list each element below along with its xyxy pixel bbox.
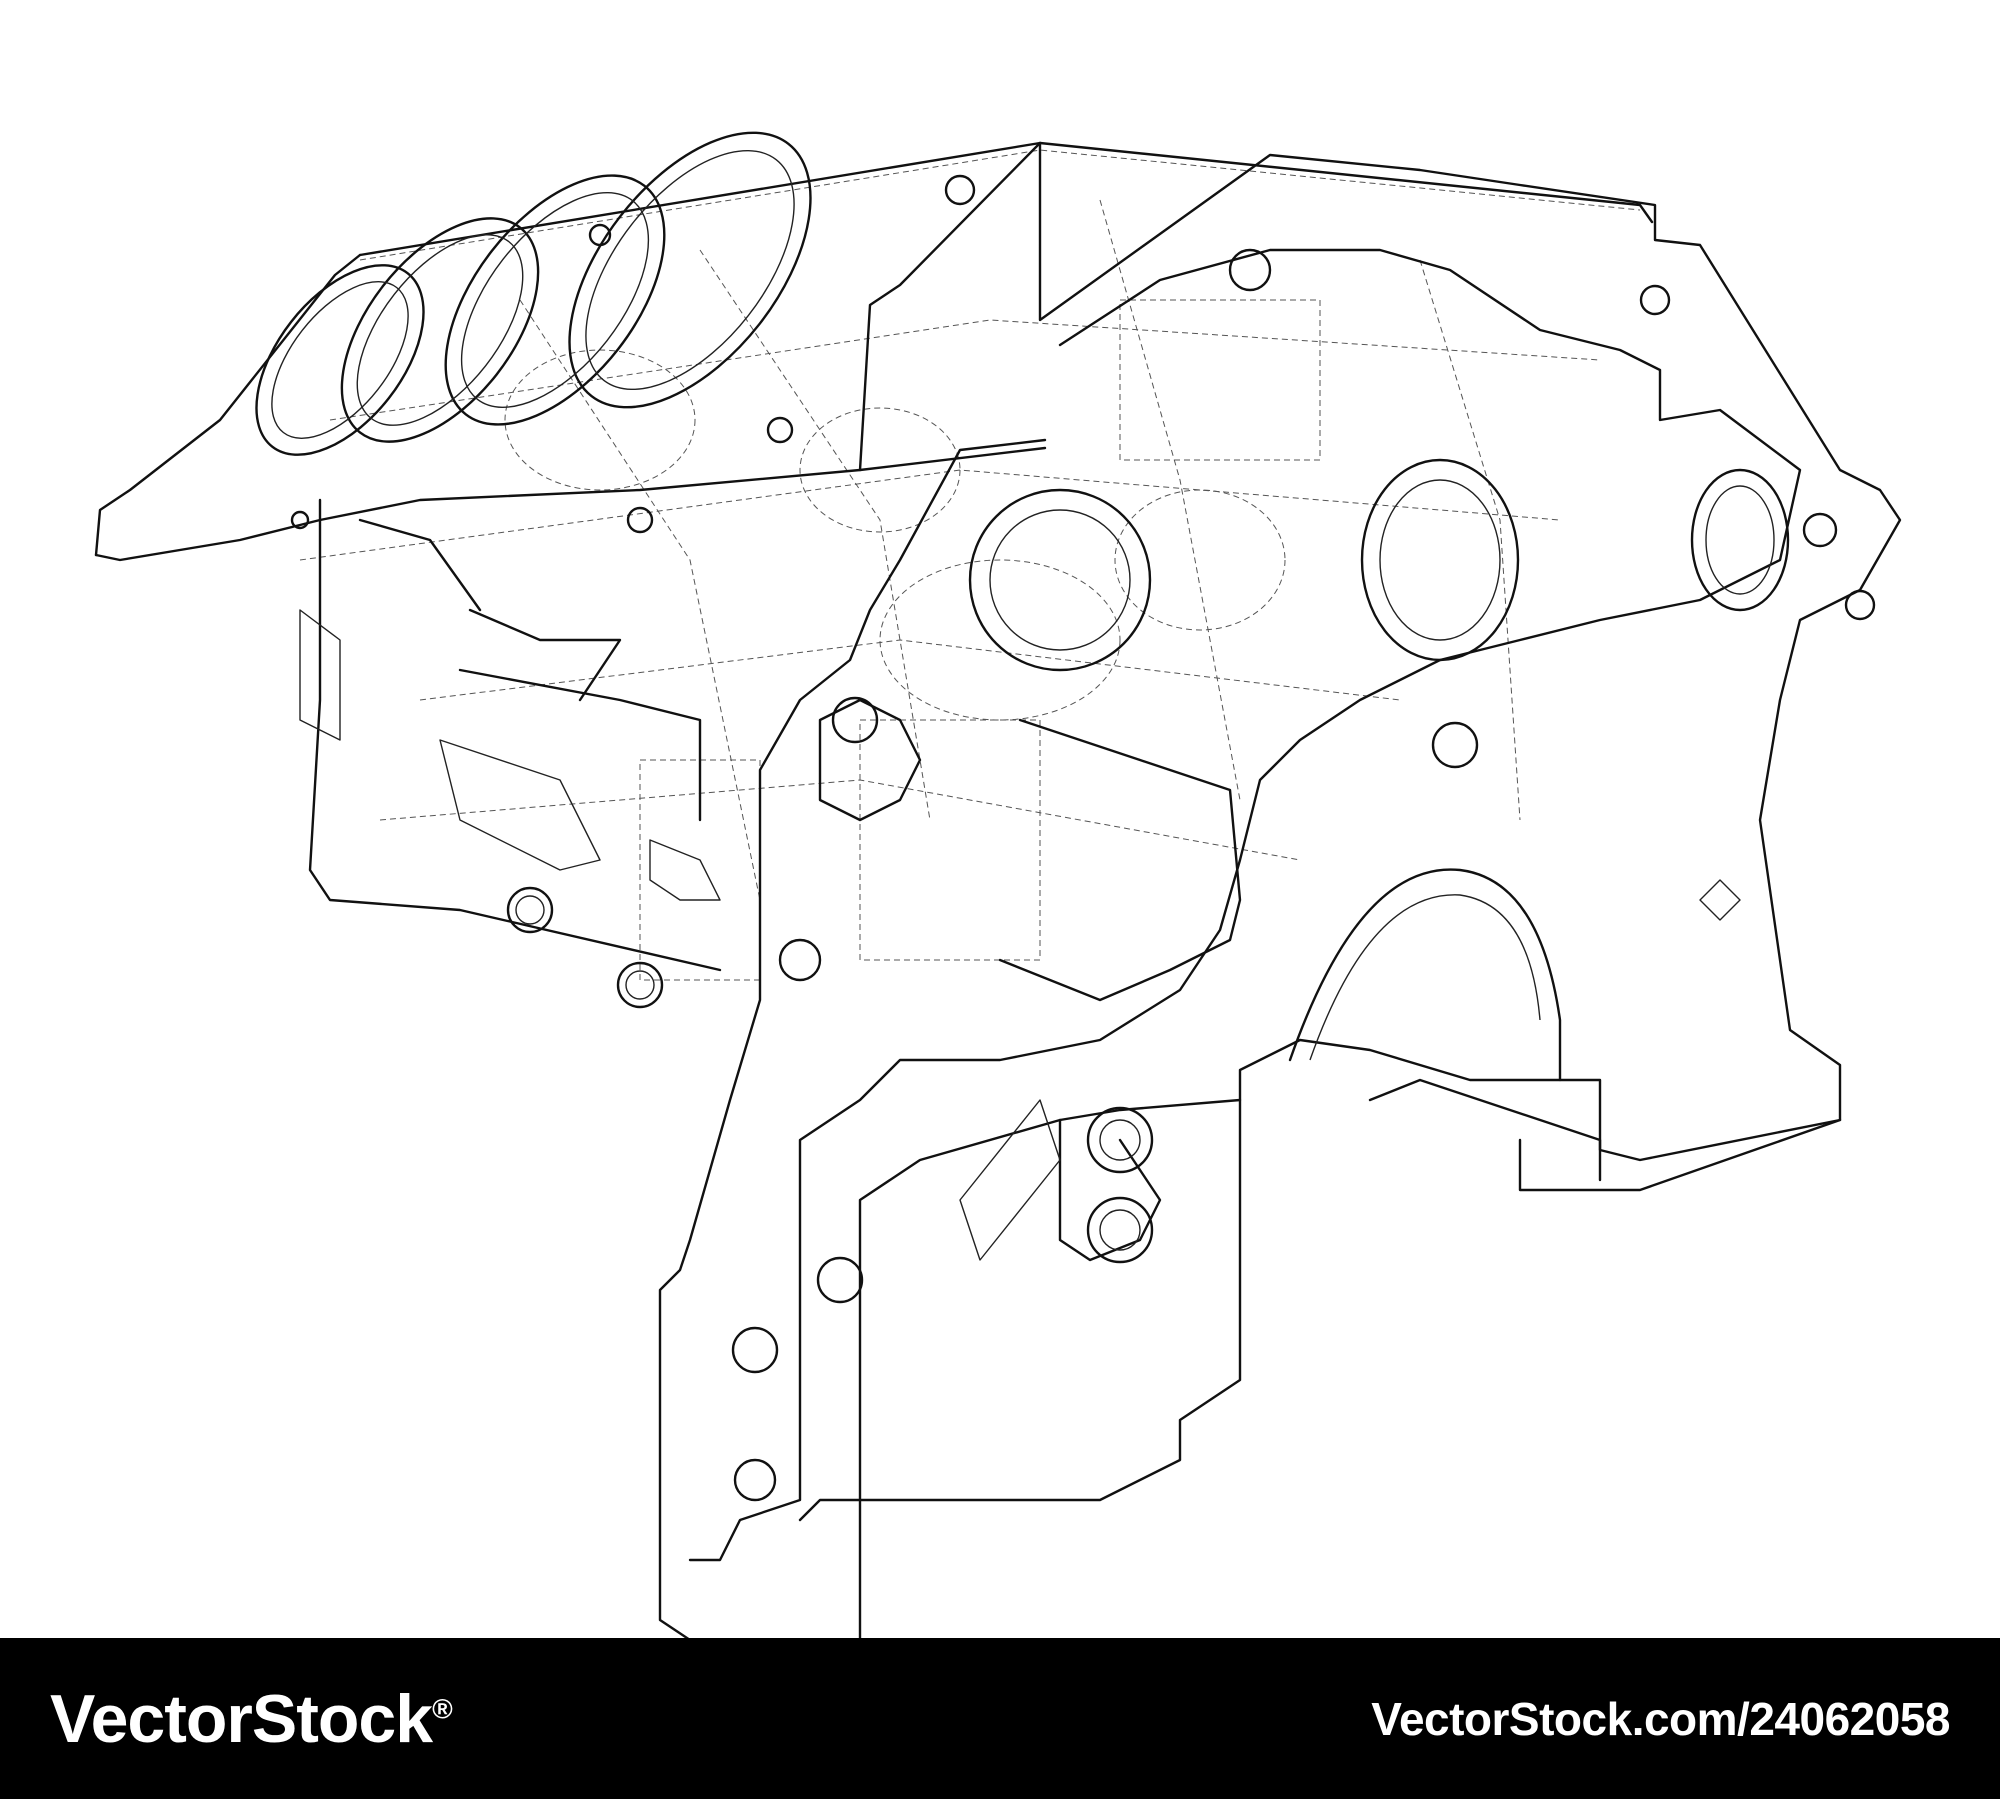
cylinder-bank-left [94, 131, 1654, 562]
watermark-footer: VectorStock® VectorStock.com/24062058 [0, 1638, 2000, 1799]
engine-block-drawing [94, 131, 1902, 1638]
front-face [658, 141, 1902, 1638]
brand-logo-text: VectorStock® [50, 1680, 453, 1757]
registered-mark: ® [432, 1692, 453, 1724]
lower-crankcase [798, 718, 1842, 1522]
image-id-text: VectorStock.com/24062058 [1371, 1692, 1950, 1745]
hidden-lines [299, 149, 1641, 981]
side-details [299, 498, 722, 1009]
